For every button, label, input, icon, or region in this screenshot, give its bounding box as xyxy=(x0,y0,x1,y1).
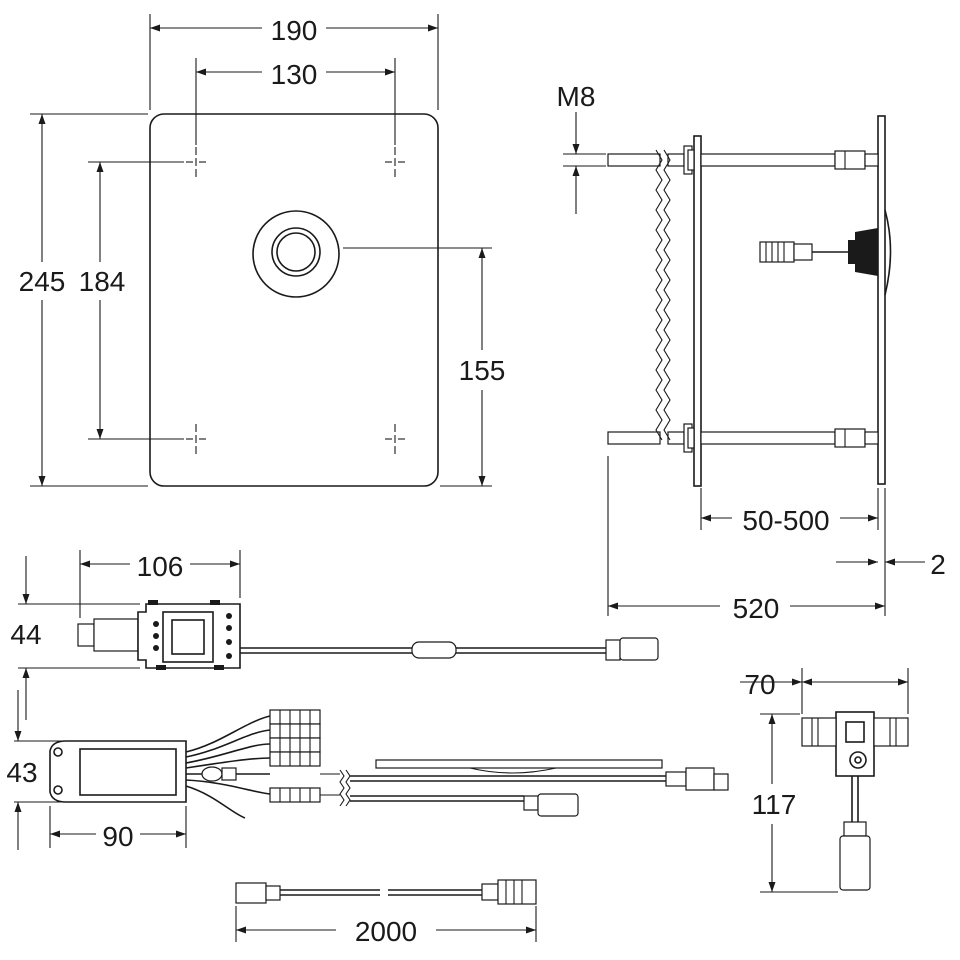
dim-wall-range: 50-500 xyxy=(742,505,829,536)
side-view: M8 50-500 2 520 xyxy=(557,81,946,624)
side-extension-lines xyxy=(607,456,886,616)
dim-module-width: 106 xyxy=(137,551,184,582)
thread-dimension xyxy=(563,112,606,214)
threaded-rod-top xyxy=(607,145,879,175)
dim-plate-height: 245 xyxy=(19,266,66,297)
dim-box-width: 90 xyxy=(102,821,133,852)
rear-plate xyxy=(693,135,702,487)
dim-overall-depth: 520 xyxy=(733,593,780,624)
dim-tee-width: 70 xyxy=(744,669,775,700)
dim-cable-length: 2000 xyxy=(355,916,417,947)
dim-box-height: 43 xyxy=(6,757,37,788)
dim-plate-thickness: 2 xyxy=(930,549,946,580)
mounting-plate-front-view: 190 130 245 184 155 xyxy=(19,14,506,487)
mounting-hole-marks xyxy=(186,147,405,454)
break-line xyxy=(655,149,671,441)
extension-lines xyxy=(30,14,492,487)
dim-hole-spacing-x: 130 xyxy=(271,59,318,90)
dimension-lines xyxy=(38,24,486,486)
dim-module-height: 44 xyxy=(10,619,41,650)
dim-tee-height: 117 xyxy=(752,789,797,820)
front-plate xyxy=(877,115,886,485)
dim-thread: M8 xyxy=(557,81,596,112)
electronic-module: 106 44 xyxy=(10,550,659,720)
dim-center-height: 155 xyxy=(459,355,506,386)
threaded-rod-bottom xyxy=(607,423,879,453)
mounting-plate xyxy=(149,113,439,487)
sensor-opening xyxy=(252,210,340,298)
t-connector: 70 117 xyxy=(740,668,909,893)
sensor-bulge xyxy=(884,209,892,296)
power-supply-unit: 43 90 xyxy=(6,690,729,852)
dim-hole-spacing-y: 184 xyxy=(79,266,126,297)
extension-cable: 2000 xyxy=(235,879,537,947)
sensor-connector xyxy=(759,228,878,276)
side-dimension-lines xyxy=(608,514,925,610)
dim-plate-width: 190 xyxy=(271,15,318,46)
